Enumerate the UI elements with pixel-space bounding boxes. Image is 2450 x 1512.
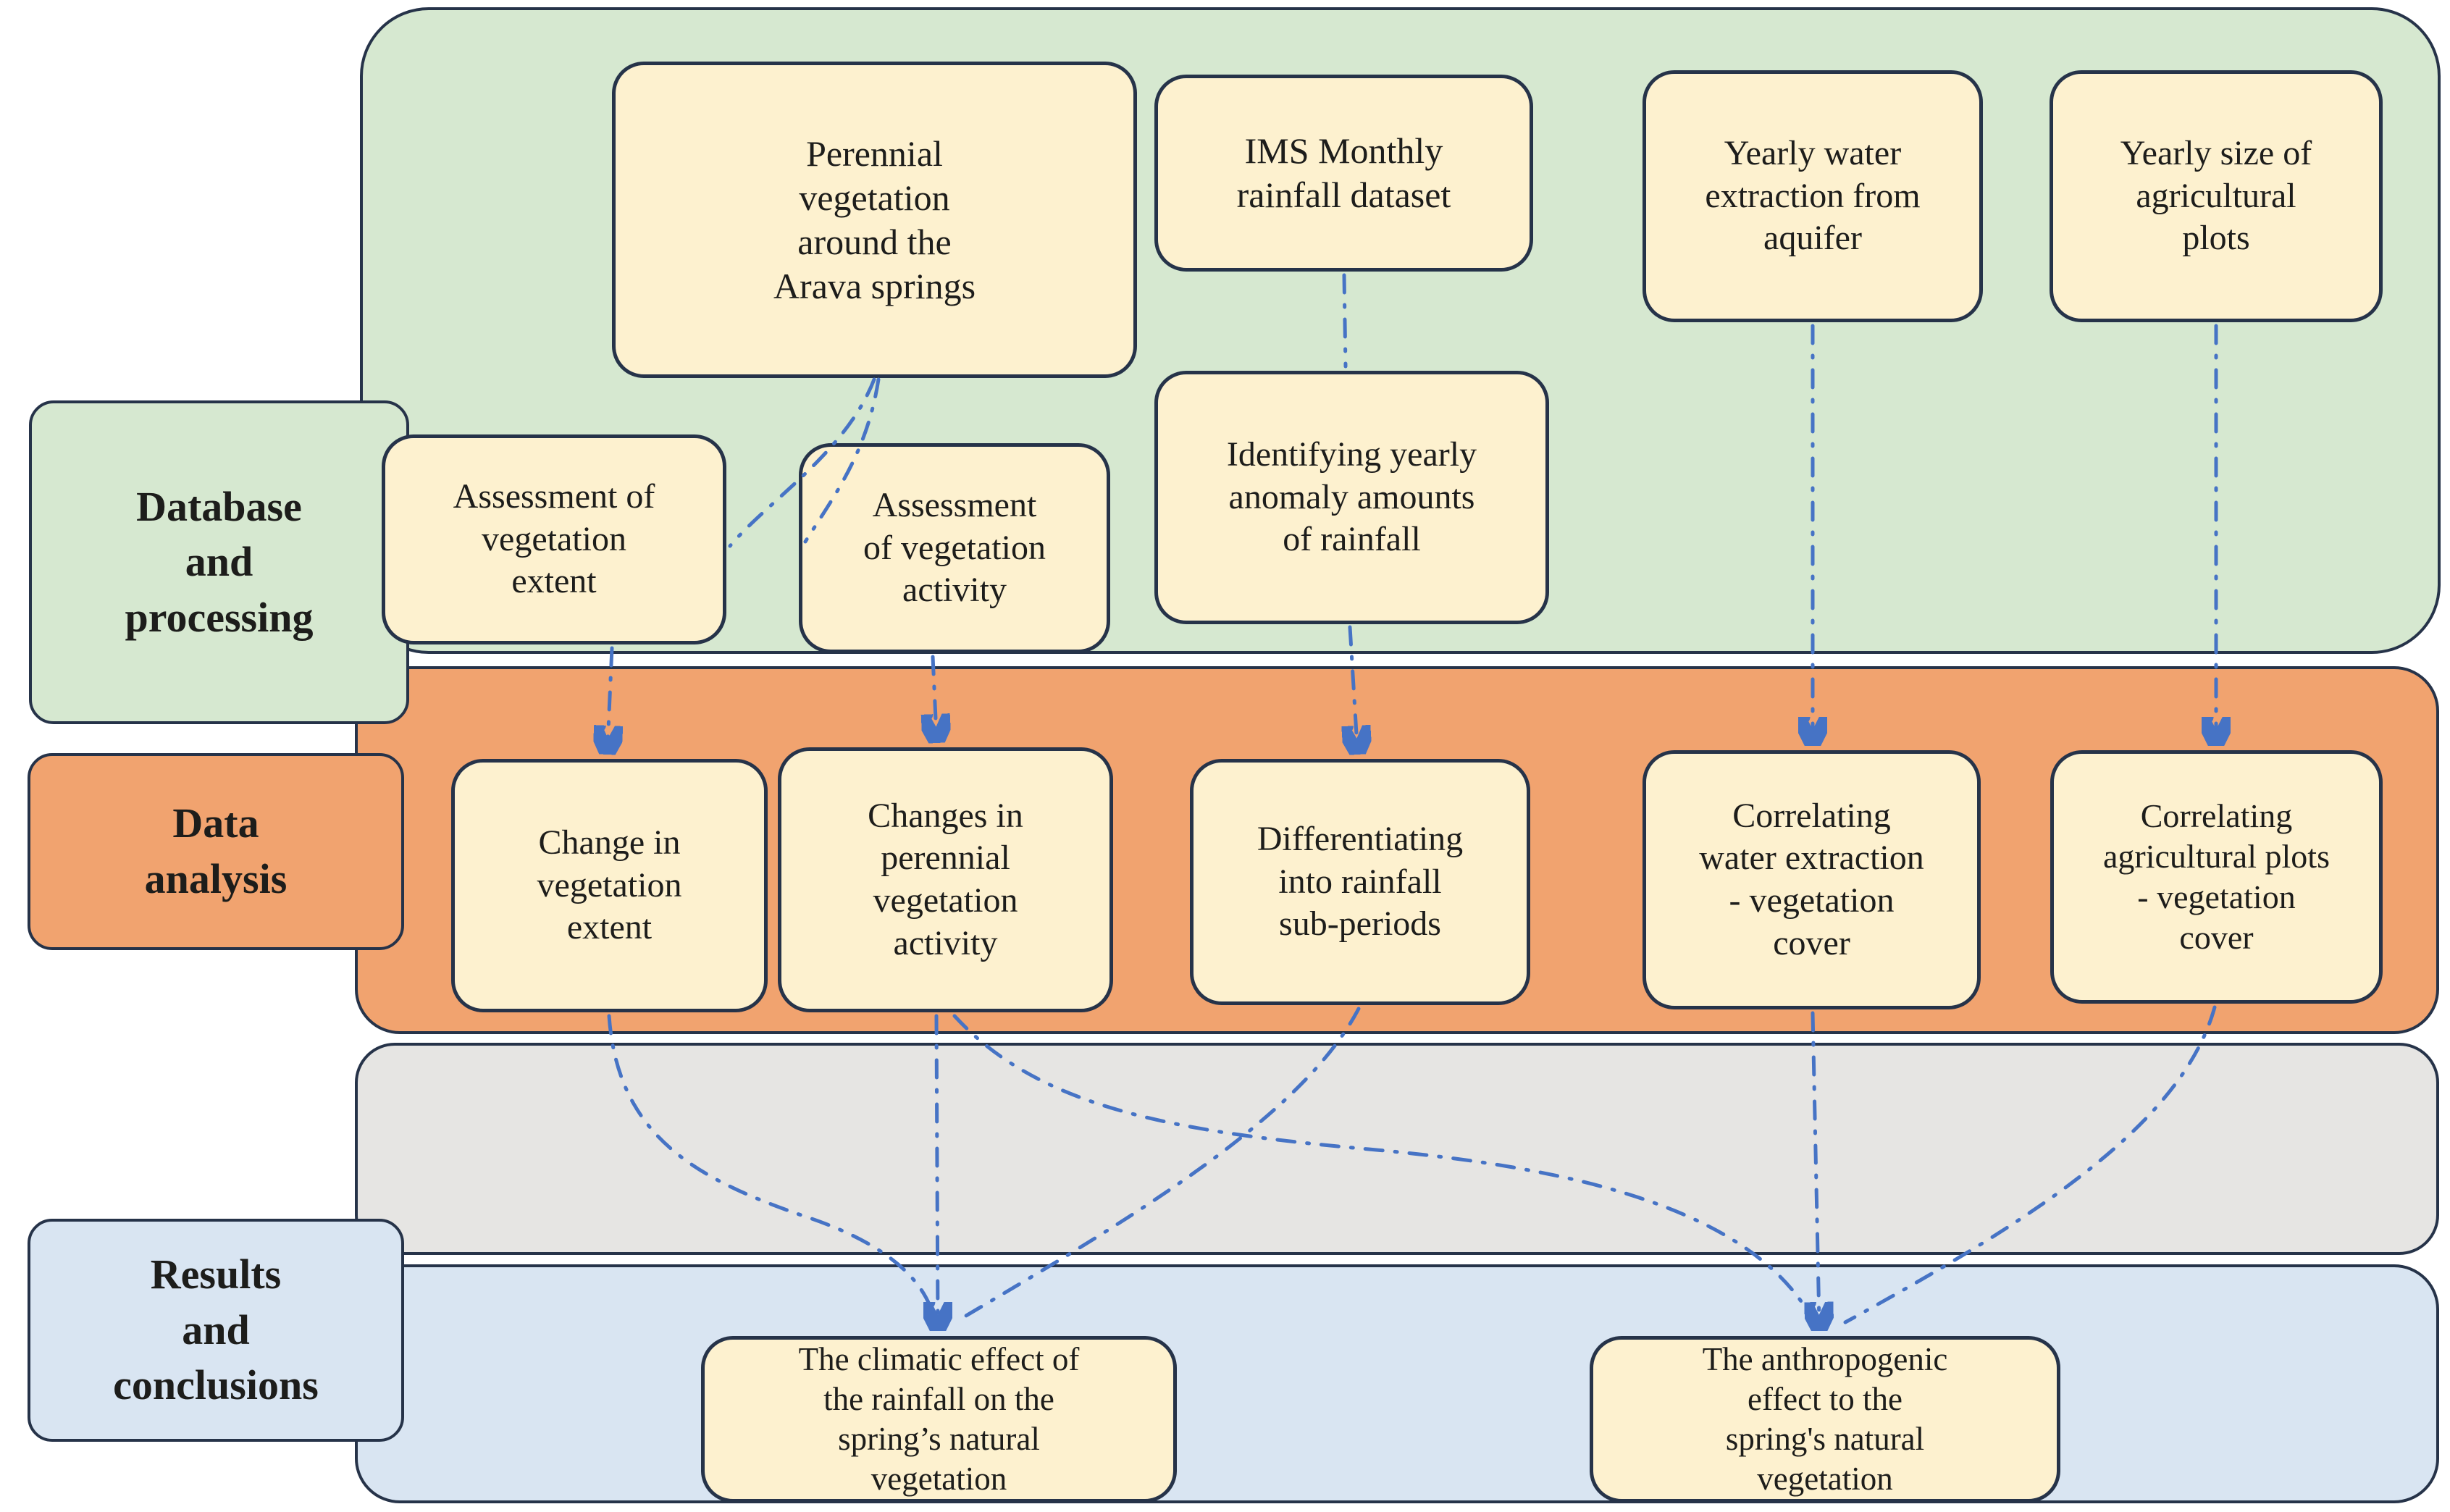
node-assess-activity: Assessment of vegetation activity	[799, 443, 1110, 653]
node-yearly-water: Yearly water extraction from aquifer	[1643, 70, 1983, 322]
node-corr-agri: Correlating agricultural plots - vegetat…	[2050, 750, 2383, 1004]
node-changes-activity: Changes in perennial vegetation activity	[778, 747, 1113, 1012]
node-perennial: Perennial vegetation around the Arava sp…	[612, 62, 1137, 378]
node-assess-extent: Assessment of vegetation extent	[382, 434, 726, 644]
node-identify-anomaly: Identifying yearly anomaly amounts of ra…	[1154, 371, 1549, 624]
stage-results-label: Results and conclusions	[28, 1219, 404, 1442]
node-change-extent: Change in vegetation extent	[451, 759, 768, 1012]
node-ims: IMS Monthly rainfall dataset	[1154, 75, 1533, 272]
band-intermediate	[355, 1043, 2439, 1255]
node-climatic-effect: The climatic effect of the rainfall on t…	[701, 1336, 1177, 1503]
band-results-conclusions	[355, 1264, 2439, 1503]
node-yearly-size: Yearly size of agricultural plots	[2050, 70, 2383, 322]
node-diff-rainfall: Differentiating into rainfall sub-period…	[1190, 759, 1530, 1005]
stage-database-label: Database and processing	[29, 400, 409, 724]
node-anthropogenic-effect: The anthropogenic effect to the spring's…	[1590, 1336, 2060, 1503]
stage-analysis-label: Data analysis	[28, 753, 404, 950]
node-corr-water: Correlating water extraction - vegetatio…	[1643, 750, 1981, 1009]
